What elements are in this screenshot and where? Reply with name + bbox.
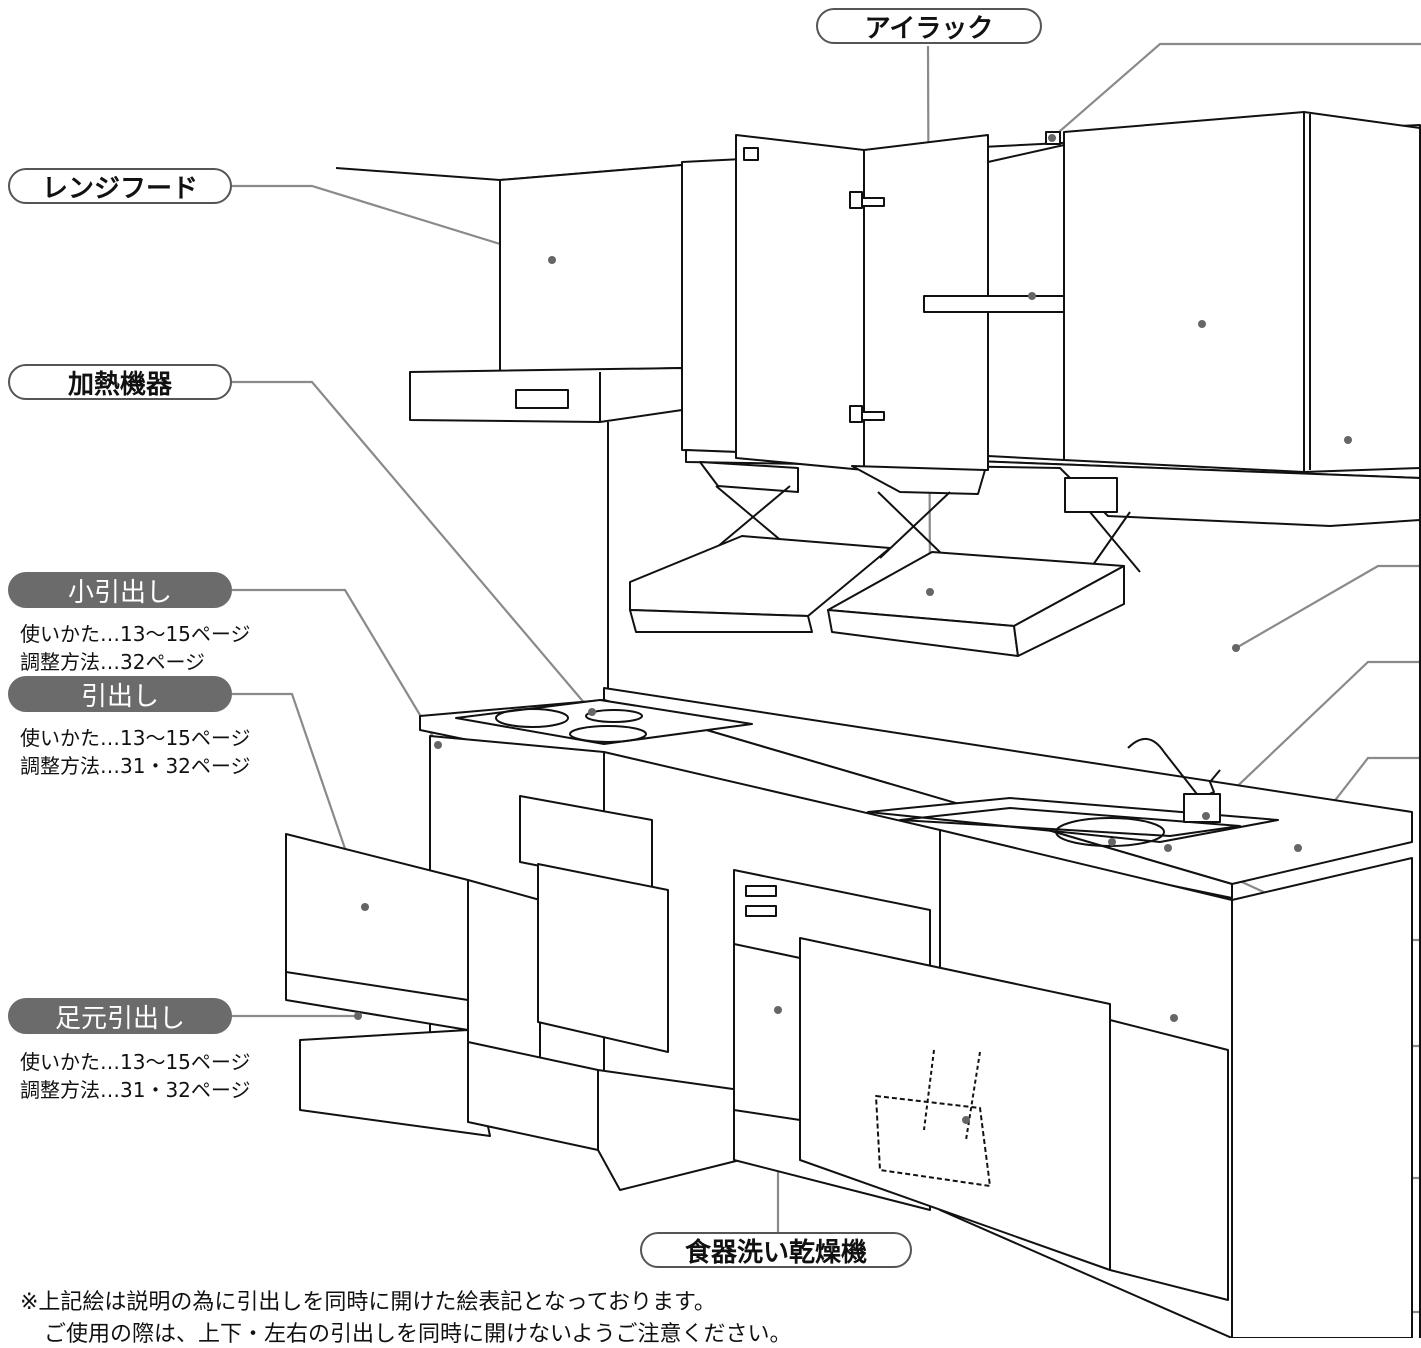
label-small-drawer: 小引出し xyxy=(8,572,232,608)
label-eye-rack: アイラック xyxy=(816,8,1042,44)
leader-small-drawer xyxy=(232,588,439,746)
drawer-adjust: 調整方法…31・32ページ xyxy=(20,754,251,778)
kitchen-drawing xyxy=(285,111,1421,1338)
footnote-line2: ご使用の際は、上下・左右の引出しを同時に開けないようご注意ください。 xyxy=(44,1322,792,1347)
label-heater: 加熱機器 xyxy=(8,364,232,400)
small-drawer-adjust: 調整方法…32ページ xyxy=(20,650,206,674)
leader-r5 xyxy=(1235,564,1421,649)
small-drawer-notes: 使いかた…13～15ページ 調整方法…32ページ xyxy=(20,620,251,676)
drawer-usage: 使いかた…13～15ページ xyxy=(20,726,251,750)
footnote-line1: ※上記絵は説明の為に引出しを同時に開けた絵表記となっております。 xyxy=(20,1290,716,1315)
leader-r1 xyxy=(1051,42,1421,139)
rack-tray-left xyxy=(629,535,891,617)
label-range-hood: レンジフード xyxy=(8,168,232,204)
right-door xyxy=(1063,111,1305,473)
leader-range-hood xyxy=(232,184,553,262)
range-hood-body xyxy=(499,164,683,373)
left-door xyxy=(735,134,865,471)
leader-drawer xyxy=(232,692,367,908)
rack-bracket-left xyxy=(699,461,799,493)
small-drawer-usage: 使いかた…13～15ページ xyxy=(20,622,251,646)
base-side xyxy=(1231,857,1413,1338)
rack-bracket-mid xyxy=(851,465,986,495)
foot-drawer-notes: 使いかた…13～15ページ 調整方法…31・32ページ xyxy=(20,1048,251,1104)
leader-dots xyxy=(354,134,1352,1124)
side-panel xyxy=(1303,111,1421,473)
wall-cabinet-base xyxy=(685,449,1421,527)
foot-drawer-usage: 使いかた…13～15ページ xyxy=(20,1050,251,1074)
label-foot-drawer: 足元引出し xyxy=(8,998,232,1034)
sink xyxy=(867,797,1279,843)
counter-top xyxy=(603,687,1413,885)
leader-r6 xyxy=(1205,660,1421,817)
label-dishwasher: 食器洗い乾燥機 xyxy=(640,1232,912,1268)
foot-drawer-adjust: 調整方法…31・32ページ xyxy=(20,1078,251,1102)
leader-heater xyxy=(232,380,593,713)
label-drawer: 引出し xyxy=(8,676,232,712)
drawer-notes: 使いかた…13～15ページ 調整方法…31・32ページ xyxy=(20,724,251,780)
